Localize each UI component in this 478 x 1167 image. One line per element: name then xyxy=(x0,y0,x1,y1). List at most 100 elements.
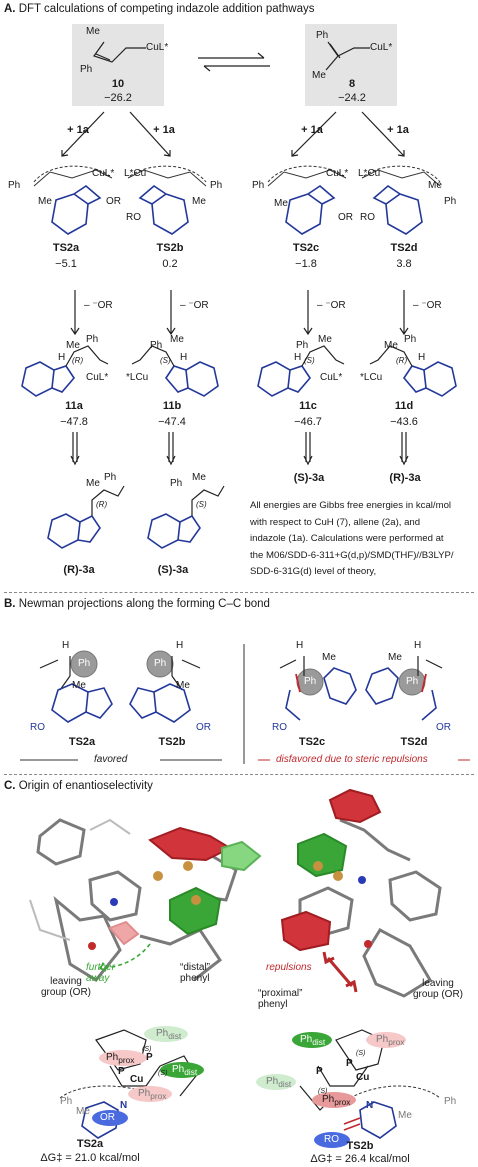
cu-atom: Cu xyxy=(130,1074,144,1085)
ph-dist-label: Phdist xyxy=(172,1064,198,1077)
ts2d-energy: 3.8 xyxy=(396,258,412,270)
ph-dist-label: Phdist xyxy=(266,1076,292,1089)
11b-ph: Ph xyxy=(150,340,163,351)
11c-energy: −46.7 xyxy=(294,416,322,428)
ts2b-model-label: TS2b xyxy=(346,1140,374,1152)
11c-ph: Ph xyxy=(296,340,309,351)
ts2a-or: OR xyxy=(106,196,121,207)
ts2b-newman-h: H xyxy=(176,640,184,651)
ts2a-me: Me xyxy=(38,196,52,207)
ts2c-ph: Ph xyxy=(252,180,265,191)
ts2c-energy: −1.8 xyxy=(295,258,317,270)
ph-prox-label: Phprox xyxy=(106,1052,135,1065)
ts2a-cu: CuL* xyxy=(92,168,115,179)
ts2c-label: TS2c xyxy=(292,242,320,254)
proximal-phenyl-label: “proximal” phenyl xyxy=(258,988,303,1010)
ts2b-newman-or: OR xyxy=(196,722,211,733)
add-1a-label: + 1a xyxy=(153,124,175,136)
ph-dist-label: Phdist xyxy=(156,1028,182,1041)
ph-prox-label: Phprox xyxy=(376,1034,405,1047)
cmpd8-label: 8 xyxy=(348,78,356,90)
ts2a-energy: −5.1 xyxy=(55,258,77,270)
cmpd10-me: Me xyxy=(86,26,100,37)
me-label: Me xyxy=(76,1106,90,1117)
11a-me: Me xyxy=(66,340,80,351)
cmpd8-me: Me xyxy=(312,70,326,81)
distal-phenyl-label: “distal” phenyl xyxy=(180,962,211,984)
compound-8-box xyxy=(305,24,397,106)
product-s-3a-label: (S)-3a xyxy=(157,564,189,576)
ball-and-stick-models xyxy=(29,788,442,998)
minus-or-label: – ⁻OR xyxy=(317,300,346,311)
ph-prox-label: Phprox xyxy=(322,1094,351,1107)
ts2c-or: OR xyxy=(338,212,353,223)
ts2c-newman-ph: Ph xyxy=(304,676,317,687)
product-s-3a-label: (S)-3a xyxy=(293,472,325,484)
p-atom: P xyxy=(146,1052,153,1063)
ts2a-dg: ΔG‡ = 21.0 kcal/mol xyxy=(40,1152,140,1164)
3a-r-stereo: (R) xyxy=(96,500,108,509)
ts2b-ro: RO xyxy=(126,212,141,223)
11c-label: 11c xyxy=(299,400,317,412)
ts2a-model-label: TS2a xyxy=(76,1138,104,1150)
ts2b-newman-label: TS2b xyxy=(158,736,186,748)
ts2d-label: TS2d xyxy=(390,242,418,254)
11a-ph: Ph xyxy=(86,334,99,345)
11b-label: 11b xyxy=(162,400,182,412)
ts2c-newman-label: TS2c xyxy=(298,736,326,748)
ts2b-energy: 0.2 xyxy=(162,258,178,270)
11a-h: H xyxy=(58,352,66,363)
add-1a-label: + 1a xyxy=(387,124,409,136)
ts2d-newman-me: Me xyxy=(388,652,402,663)
ts2c-newman-h: H xyxy=(296,640,304,651)
11b-energy: −47.4 xyxy=(158,416,186,428)
section-c-title: C. Origin of enantioselectivity xyxy=(4,780,153,792)
11c-h: H xyxy=(294,352,302,363)
11d-me: Me xyxy=(384,340,398,351)
repulsions-label: repulsions xyxy=(266,962,312,973)
n-atom: N xyxy=(120,1100,128,1111)
cmpd10-cu: CuL* xyxy=(146,42,169,53)
3a-r-ph: Ph xyxy=(104,472,117,483)
ts2a-newman-ph: Ph xyxy=(78,658,91,669)
intermediate-structures xyxy=(21,345,457,397)
further-away-label: further away xyxy=(86,962,115,984)
ts2a-newman-me: Me xyxy=(72,680,86,691)
double-arrows xyxy=(70,432,409,466)
ro-label: RO xyxy=(324,1134,339,1145)
3a-s-ph: Ph xyxy=(170,478,183,489)
cmpd10-label: 10 xyxy=(111,78,125,90)
11b-me: Me xyxy=(170,334,184,345)
section-a-title: A. DFT calculations of competing indazol… xyxy=(4,3,315,15)
cmpd8-energy: −24.2 xyxy=(338,92,366,104)
ph-prox-label: Phprox xyxy=(138,1088,167,1101)
cmpd8-cu: CuL* xyxy=(370,42,393,53)
ph-dist-label: Phdist xyxy=(300,1034,326,1047)
me-label: Me xyxy=(398,1110,412,1121)
disfavored-label: disfavored due to steric repulsions xyxy=(276,754,428,765)
3a-r-me: Me xyxy=(86,478,100,489)
ts2d-ph: Ph xyxy=(444,196,457,207)
leaving-group-label: leaving group (OR) xyxy=(40,976,91,998)
11d-label: 11d xyxy=(394,400,414,412)
branch-arrows xyxy=(61,111,405,157)
product-r-3a-label: (R)-3a xyxy=(63,564,95,576)
add-1a-label: + 1a xyxy=(301,124,323,136)
11b-stereo: (S) xyxy=(160,356,171,365)
11b-h: H xyxy=(180,352,188,363)
11d-cu: *LCu xyxy=(360,372,383,383)
ts-to-11-arrows xyxy=(70,290,409,336)
ts2d-newman-ph: Ph xyxy=(406,676,419,687)
n-atom: N xyxy=(366,1100,374,1111)
ts2b-newman-ph: Ph xyxy=(154,658,167,669)
ts2d-me: Me xyxy=(428,180,442,191)
cmpd10-energy: −26.2 xyxy=(104,92,132,104)
s-stereo: (S) xyxy=(318,1088,328,1095)
11d-h: H xyxy=(418,352,426,363)
cu-atom: Cu xyxy=(356,1072,370,1083)
ts2a-label: TS2a xyxy=(52,242,80,254)
ts2d-newman-h: H xyxy=(414,640,422,651)
s-stereo: (S) xyxy=(158,1070,168,1077)
ph-label: Ph xyxy=(60,1096,73,1107)
